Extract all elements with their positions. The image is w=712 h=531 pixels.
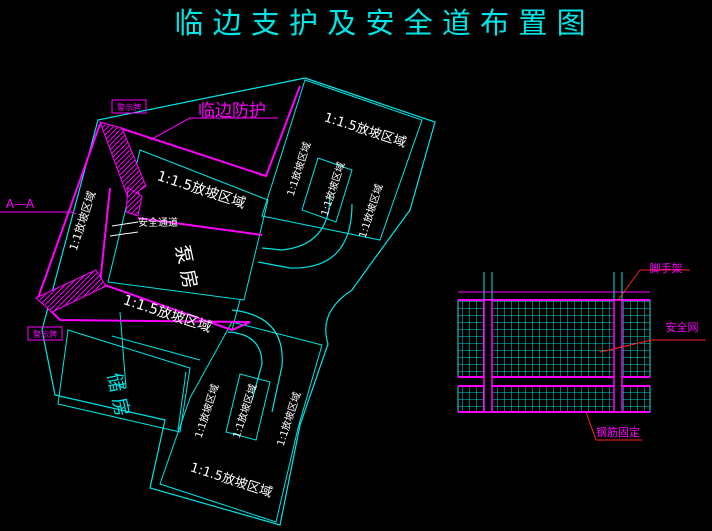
- warning-sign-top: 警示牌: [117, 102, 141, 112]
- scaffold-post-right: [613, 299, 623, 413]
- warning-sign-top-box: [111, 99, 147, 114]
- rebar-fix-label: 钢筋固定: [596, 425, 640, 439]
- safety-passage-lines: [109, 221, 139, 237]
- slope-label-mid: 1:1.5放坡区域: [121, 292, 213, 336]
- hatched-strip-mid: [125, 187, 143, 217]
- access-road-lower: [227, 309, 283, 413]
- warning-sign-bottom: 警示牌: [33, 329, 57, 339]
- tank-house-label: 储 房: [103, 371, 134, 419]
- slope-label-lower-c: 1:1放坡区域: [274, 390, 304, 447]
- leader-scaffold: [617, 269, 690, 301]
- section-mark-label: A—A: [6, 197, 35, 211]
- slope-label-right-b: 1:1放坡区域: [318, 160, 348, 217]
- slope-label-lower-b: 1:1放坡区域: [230, 382, 260, 439]
- site-plan: 警示牌 警示牌 临边防护 A—A 安全通道 泵 房 储 房 1:1.5放坡区域 …: [0, 77, 436, 526]
- post-extensions: [483, 272, 623, 300]
- leader-rebar: [585, 411, 642, 441]
- leader-safety-net: [599, 339, 706, 353]
- inner-wall-lines: [111, 299, 241, 431]
- edge-protection-label: 临边防护: [198, 101, 266, 121]
- hatched-strip-bottom: [35, 269, 107, 313]
- slope-label-lower-a: 1:1放坡区域: [192, 382, 222, 439]
- pump-house-label: 泵 房: [171, 243, 202, 291]
- slope-label-right-c: 1:1放坡区域: [356, 182, 386, 239]
- ramp-lower: [225, 373, 271, 441]
- slope-label-right-a: 1:1放坡区域: [284, 140, 314, 197]
- ramp-upper: [301, 157, 353, 223]
- scaffold-label: 脚手架: [650, 261, 683, 275]
- safety-passage-label: 安全通道: [138, 216, 178, 229]
- drawing-title: 临 边 支 护 及 安 全 道 布 置 图: [174, 6, 585, 40]
- tank-house-outline: [57, 329, 191, 433]
- slope-label-bottom: 1:1.5放坡区域: [188, 460, 274, 501]
- hatched-strip-top: [99, 121, 147, 199]
- safety-net-label: 安全网: [666, 320, 699, 334]
- slope-zone-bottom-right: [159, 321, 323, 523]
- slope-zone-top-right: [261, 79, 423, 241]
- warning-sign-bottom-box: [27, 326, 63, 341]
- scaffold-post-left: [483, 299, 493, 413]
- slope-label-top-a: 1:1.5放坡区域: [155, 168, 247, 212]
- scaffold-rails: [458, 299, 650, 413]
- section-mark-arrow: [0, 211, 77, 215]
- access-road-upper: [257, 194, 353, 269]
- safety-net-detail: 脚手架 安全网 钢筋固定: [457, 261, 706, 441]
- slope-label-right-top: 1:1.5放坡区域: [322, 110, 408, 151]
- leader-edge-protection: [149, 117, 278, 141]
- site-boundary: [41, 77, 436, 526]
- pump-house-outline: [107, 149, 269, 301]
